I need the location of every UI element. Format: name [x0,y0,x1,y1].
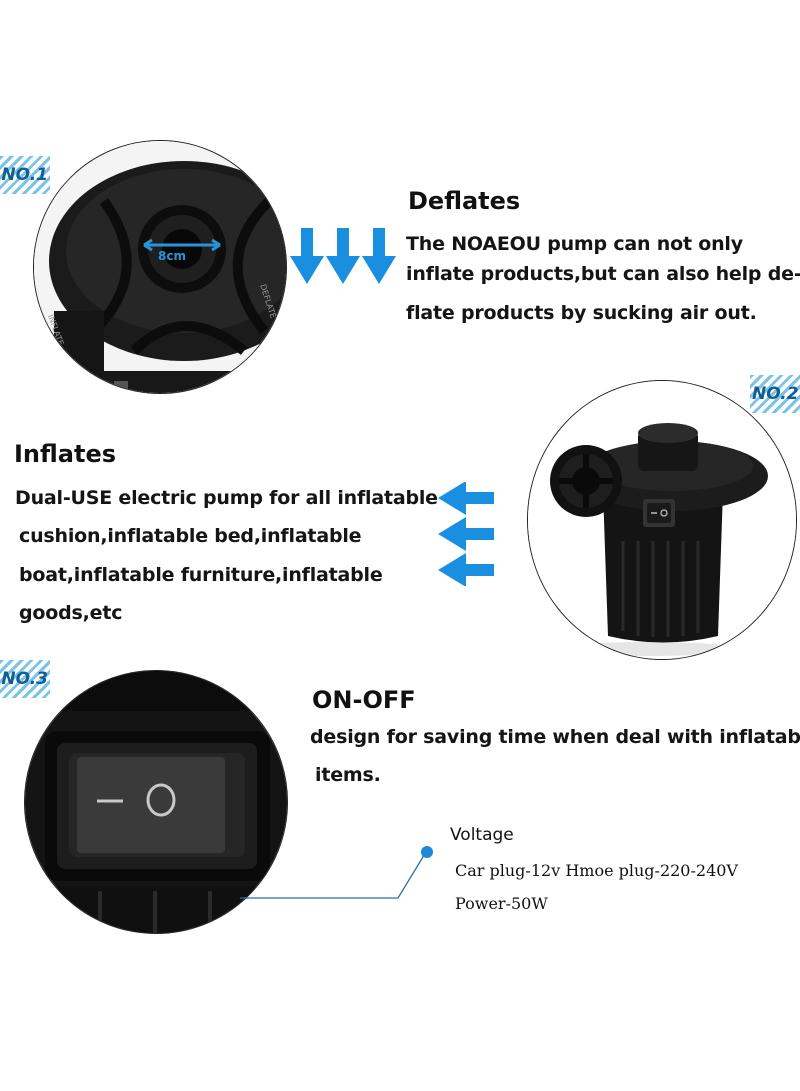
badge-no2-text: NO.2 [752,384,799,404]
inflate-line-4: goods,etc [19,602,123,624]
inflate-line-3: boat,inflatable furniture,inflatable [19,564,383,586]
spec-dot-icon [421,846,433,858]
pump-photo [527,380,797,660]
deflate-line-3: flate products by sucking air out. [406,302,757,324]
badge-no2: NO.2 [750,375,800,413]
onoff-line-2: items. [315,764,381,786]
left-arrow-icon [438,482,494,515]
badge-no1: NO.1 [0,156,50,194]
deflate-arrows [290,228,396,284]
onoff-title: ON-OFF [312,686,416,714]
badge-no3: NO.3 [0,660,50,698]
deflate-line-2: inflate products,but can also help de- [406,263,800,285]
deflate-line-1: The NOAEOU pump can not only [406,233,743,255]
badge-no1-text: NO.1 [1,165,48,185]
down-arrow-icon [290,228,324,284]
deflate-title: Deflates [408,187,521,215]
inflate-arrows [438,482,494,586]
inflate-title: Inflates [14,440,117,468]
nozzle-size-label: 8cm [158,249,186,263]
voltage-line-1: Car plug-12v Hmoe plug-220-240V [455,861,738,880]
inflate-line-1: Dual-USE electric pump for all inflatabl… [15,487,438,509]
left-arrow-icon [438,553,494,586]
deflate-valve-photo: INFLATE DEFLATE 8cm [33,140,287,394]
inflate-line-2: cushion,inflatable bed,inflatable [19,525,362,547]
down-arrow-icon [326,228,360,284]
down-arrow-icon [362,228,396,284]
onoff-line-1: design for saving time when deal with in… [310,726,800,748]
spec-connector [240,846,433,899]
voltage-line-2: Power-50W [455,894,548,913]
left-arrow-icon [438,517,494,551]
voltage-title: Voltage [450,825,514,845]
badge-no3-text: NO.3 [1,669,48,689]
pump-image [528,381,796,659]
deflate-valve-image: INFLATE DEFLATE [34,141,286,393]
